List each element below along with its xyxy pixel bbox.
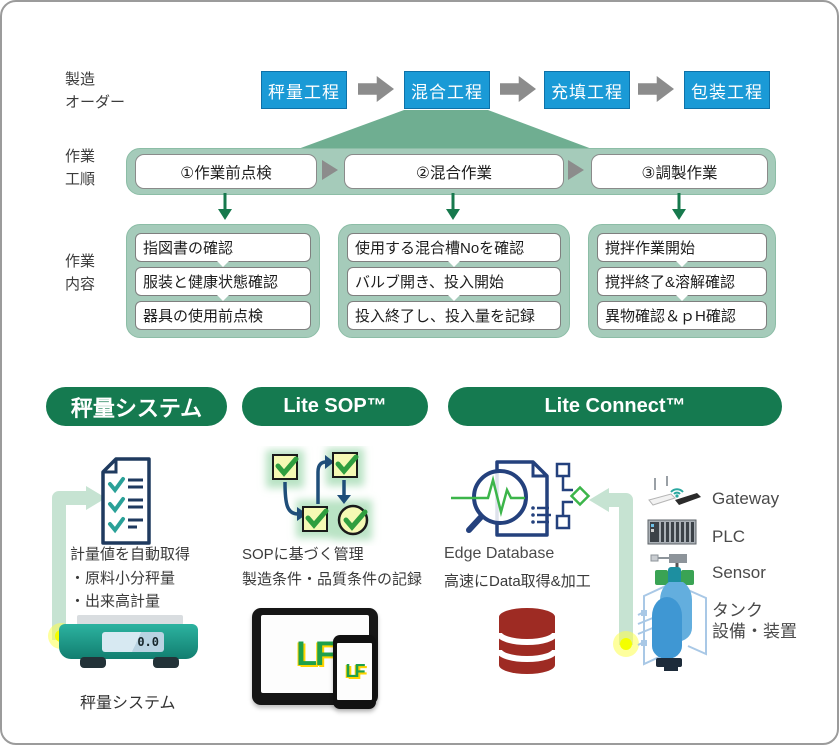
notch-icon xyxy=(216,260,230,267)
sequence-step-1: ①作業前点検 xyxy=(135,154,317,189)
pill-weighing-system: 秤量システム xyxy=(46,387,227,426)
details-column-1: 指図書の確認 服装と健康状態確認 器具の使用前点検 xyxy=(126,224,320,338)
notch-icon xyxy=(675,260,689,267)
scale-plate xyxy=(77,615,183,625)
database-icon xyxy=(496,608,558,674)
scale-display: 0.0 xyxy=(102,632,164,652)
sensor-label: Sensor xyxy=(712,563,766,582)
process-step-weighing: 秤量工程 xyxy=(261,71,347,109)
phone-device: LF xyxy=(333,635,376,709)
sequence-step-3: ③調製作業 xyxy=(591,154,768,189)
pill-lite-connect: Lite Connect™ xyxy=(448,387,782,426)
label-work-details: 作業 内容 xyxy=(65,253,96,294)
phone-screen: LF xyxy=(337,643,372,700)
weighing-note-2: ・原料小分秤量 xyxy=(70,570,176,587)
notch-icon xyxy=(447,260,461,267)
notch-icon xyxy=(447,294,461,301)
plc-label: PLC xyxy=(712,527,746,546)
weighing-note-1: 計量値を自動取得 xyxy=(70,546,191,563)
app-logo: LF xyxy=(345,661,366,681)
expand-trapezoid xyxy=(298,110,592,149)
detail-item: バルブ開き、投入開始 xyxy=(347,267,561,296)
details-column-2: 使用する混合槽Noを確認 バルブ開き、投入開始 投入終了し、投入量を記録 xyxy=(338,224,570,338)
weighing-note-3: ・出来高計量 xyxy=(70,593,161,610)
flow-arrow-icon xyxy=(358,76,394,102)
flow-arrow-icon xyxy=(638,76,674,102)
edge-database-icon xyxy=(451,460,591,537)
label-work-sequence: 作業 工順 xyxy=(65,148,96,189)
connect-note-1: Edge Database xyxy=(444,545,555,562)
app-logo: LF xyxy=(296,634,336,673)
detail-item: 器具の使用前点検 xyxy=(135,301,311,330)
tank-equipment-icon xyxy=(637,582,707,671)
scale-foot xyxy=(153,657,179,668)
scale-caption: 秤量システム xyxy=(80,695,176,712)
process-step-filling: 充填工程 xyxy=(544,71,630,109)
checklist-icon xyxy=(101,457,151,545)
sop-note-1: SOPに基づく管理 xyxy=(242,546,364,563)
connect-note-2: 高速にData取得&加工 xyxy=(444,573,591,590)
detail-item: 投入終了し、投入量を記録 xyxy=(347,301,561,330)
sop-note-2: 製造条件・品質条件の記録 xyxy=(242,571,423,588)
detail-item: 撹拌終了&溶解確認 xyxy=(597,267,767,296)
plc-icon xyxy=(647,519,697,545)
detail-item: 異物確認＆ｐH確認 xyxy=(597,301,767,330)
details-column-3: 撹拌作業開始 撹拌終了&溶解確認 異物確認＆ｐH確認 xyxy=(588,224,776,338)
gateway-label: Gateway xyxy=(712,489,780,508)
down-arrow-icon xyxy=(446,193,460,220)
tank-label: タンク 設備・装置 xyxy=(712,601,797,642)
sequence-step-2: ②混合作業 xyxy=(344,154,564,189)
process-step-mixing: 混合工程 xyxy=(404,71,490,109)
notch-icon xyxy=(675,294,689,301)
flow-arrow-icon xyxy=(500,76,536,102)
process-step-packaging: 包装工程 xyxy=(684,71,770,109)
devices-to-edge-arrow xyxy=(589,488,639,657)
detail-item: 撹拌作業開始 xyxy=(597,233,767,262)
detail-item: 指図書の確認 xyxy=(135,233,311,262)
scale-foot xyxy=(80,657,106,668)
pill-lite-sop: Lite SOP™ xyxy=(242,387,428,426)
detail-item: 使用する混合槽Noを確認 xyxy=(347,233,561,262)
label-manufacturing-order: 製造 オーダー xyxy=(65,71,126,112)
down-arrow-icon xyxy=(218,193,232,220)
down-arrow-icon xyxy=(672,193,686,220)
gateway-icon xyxy=(648,476,701,506)
detail-item: 服装と健康状態確認 xyxy=(135,267,311,296)
sop-workflow-icon xyxy=(266,448,372,540)
notch-icon xyxy=(216,294,230,301)
